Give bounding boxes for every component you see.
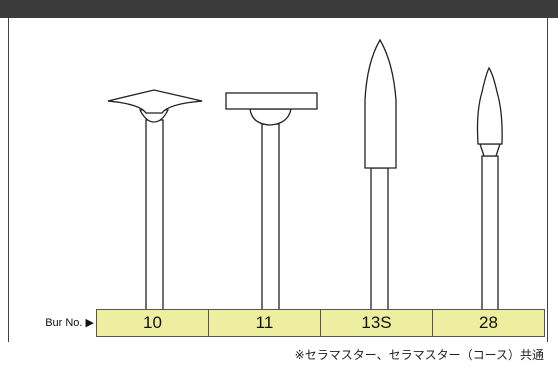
bur-number-cell-13s: 13S [321, 310, 433, 336]
diagram-frame [8, 18, 548, 342]
bur-number-cell-11: 11 [209, 310, 321, 336]
bur-number-cell-28: 28 [479, 313, 498, 332]
bur-28-illustration [476, 66, 503, 311]
bur-10-illustration [107, 89, 203, 311]
bur-number-cell-10: 10 [97, 310, 209, 336]
bur-number-label: Bur No. ▶ [45, 317, 94, 329]
bur-11-illustration [225, 92, 318, 311]
compatibility-footnote: ※セラマスター、セラマスター（コース）共通 [294, 348, 544, 362]
bur-number-table: 10 11 13S 28 [96, 309, 545, 337]
bur-number-row: Bur No. ▶ 10 11 13S 28 [0, 309, 558, 337]
header-bar [0, 0, 558, 18]
bur-13s-illustration [364, 38, 397, 311]
